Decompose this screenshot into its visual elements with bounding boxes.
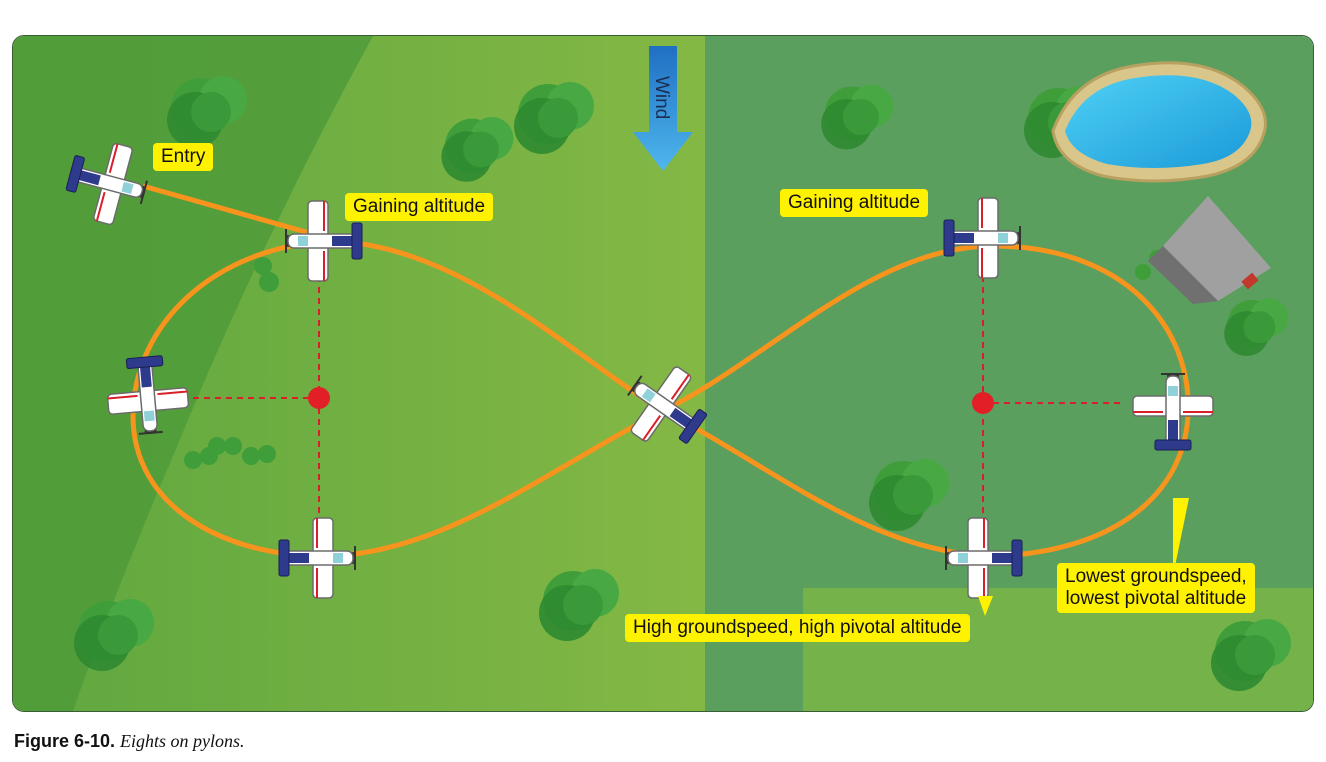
- wind-label: Wind: [651, 76, 672, 119]
- gaining-altitude-label-right: Gaining altitude: [780, 189, 929, 217]
- figure-caption: Figure 6-10. Eights on pylons.: [14, 731, 245, 752]
- figure-title: Eights on pylons.: [120, 731, 245, 751]
- gaining-altitude-label-left: Gaining altitude: [345, 193, 494, 221]
- lowest-groundspeed-label: Lowest groundspeed, lowest pivotal altit…: [1057, 563, 1255, 613]
- wind-arrow: Wind: [633, 46, 693, 171]
- barn: [1148, 196, 1271, 304]
- figure-number: Figure 6-10.: [14, 731, 116, 751]
- entry-path: [142, 183, 314, 237]
- right-pylon: [972, 392, 994, 414]
- lowest-groundspeed-pointer: [1173, 498, 1189, 576]
- pond: [1051, 61, 1267, 183]
- eights-on-pylons-diagram: Wind Entry Gaining altitude Gaining a: [12, 35, 1314, 712]
- diagram-canvas: Wind: [13, 36, 1313, 711]
- high-groundspeed-pointer: [978, 596, 993, 616]
- high-groundspeed-label: High groundspeed, high pivotal altitude: [625, 614, 970, 642]
- entry-label: Entry: [153, 143, 214, 171]
- left-pylon: [308, 387, 330, 409]
